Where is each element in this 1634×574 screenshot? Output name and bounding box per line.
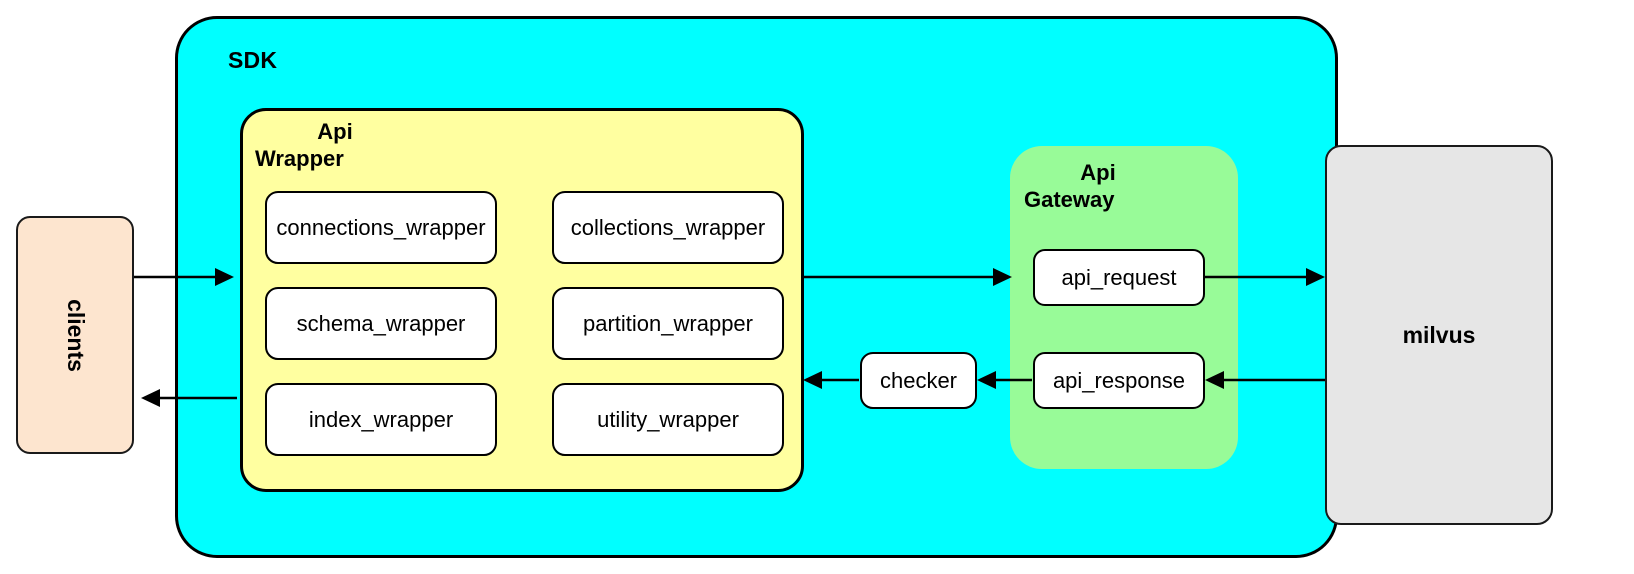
api-gateway-label: Api Gateway bbox=[1018, 160, 1178, 214]
card-label: connections_wrapper bbox=[276, 214, 486, 240]
card-label: partition_wrapper bbox=[583, 310, 753, 336]
milvus-label: milvus bbox=[1402, 321, 1476, 348]
checker-node[interactable]: checker bbox=[860, 352, 977, 409]
api-wrapper-label: Api Wrapper bbox=[255, 119, 415, 173]
card-partition-wrapper[interactable]: partition_wrapper bbox=[552, 287, 784, 360]
card-utility-wrapper[interactable]: utility_wrapper bbox=[552, 383, 784, 456]
card-schema-wrapper[interactable]: schema_wrapper bbox=[265, 287, 497, 360]
card-api-response[interactable]: api_response bbox=[1033, 352, 1205, 409]
card-index-wrapper[interactable]: index_wrapper bbox=[265, 383, 497, 456]
card-api-request[interactable]: api_request bbox=[1033, 249, 1205, 306]
sdk-label: SDK bbox=[228, 47, 278, 73]
clients-label: clients bbox=[62, 298, 89, 372]
api-wrapper-label-line2: Wrapper bbox=[255, 145, 344, 171]
clients-node[interactable]: clients bbox=[16, 216, 134, 454]
api-gateway-label-line2: Gateway bbox=[1024, 186, 1115, 212]
card-label: api_response bbox=[1052, 367, 1186, 393]
card-connections-wrapper[interactable]: connections_wrapper bbox=[265, 191, 497, 264]
api-gateway-container[interactable]: Api Gateway bbox=[1010, 146, 1238, 469]
card-collections-wrapper[interactable]: collections_wrapper bbox=[552, 191, 784, 264]
checker-label: checker bbox=[879, 367, 958, 393]
card-label: api_request bbox=[1061, 264, 1177, 290]
card-label: utility_wrapper bbox=[597, 406, 739, 432]
card-label: schema_wrapper bbox=[296, 310, 466, 336]
card-label: index_wrapper bbox=[308, 406, 454, 432]
api-wrapper-label-line1: Api bbox=[317, 119, 353, 144]
api-gateway-label-line1: Api bbox=[1080, 160, 1116, 185]
card-label: collections_wrapper bbox=[570, 214, 766, 240]
milvus-node[interactable]: milvus bbox=[1325, 145, 1553, 525]
